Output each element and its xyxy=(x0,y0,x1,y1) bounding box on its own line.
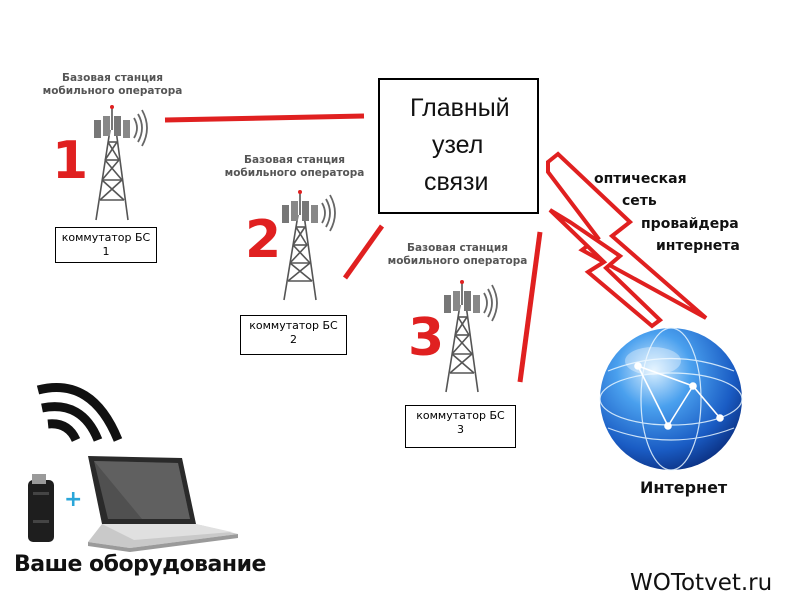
main-hub-box: Главный узел связи xyxy=(378,78,539,214)
switch-2-line2: 2 xyxy=(290,333,297,346)
station-3-caption-line1: Базовая станция xyxy=(406,242,509,254)
station-2-caption: Базовая станция мобильного оператора xyxy=(212,154,377,180)
station-1-caption: Базовая станция мобильного оператора xyxy=(30,72,195,98)
station-1-caption-line2: мобильного оператора xyxy=(42,85,183,97)
usb-modem-icon xyxy=(28,474,54,542)
switch-2-line1: коммутатор БС xyxy=(249,319,338,332)
tower-icon xyxy=(444,280,498,393)
fiber-line4: интернета xyxy=(656,238,740,254)
watermark: WOTotvet.ru xyxy=(630,570,773,596)
signal-waves-icon xyxy=(133,109,148,147)
laptop-icon xyxy=(88,456,238,552)
switch-box-3: коммутатор БС 3 xyxy=(405,405,516,448)
signal-waves-icon xyxy=(321,194,336,232)
hub-line2: узел xyxy=(432,131,484,159)
switch-3-line2: 3 xyxy=(457,423,464,436)
fiber-line3: провайдера xyxy=(641,216,739,232)
station-3-caption-line2: мобильного оператора xyxy=(387,255,528,267)
hub-line3: связи xyxy=(424,168,489,196)
switch-box-2: коммутатор БС 2 xyxy=(240,315,347,355)
station-2-number: 2 xyxy=(245,210,282,270)
switch-1-line1: коммутатор БС xyxy=(61,231,151,244)
hub-line1: Главный xyxy=(410,94,510,122)
station-2-caption-line1: Базовая станция xyxy=(243,154,346,166)
station-1-number: 1 xyxy=(52,131,89,191)
wifi-signal-icon xyxy=(36,382,123,442)
tower-icon xyxy=(94,105,148,221)
station-1-caption-line1: Базовая станция xyxy=(61,72,164,84)
link-station-2 xyxy=(342,224,385,280)
station-3-caption: Базовая станция мобильного оператора xyxy=(375,242,540,268)
equipment-label: Ваше оборудование xyxy=(14,552,266,577)
station-2-caption-line2: мобильного оператора xyxy=(224,167,365,179)
plus-sign: + xyxy=(64,487,83,512)
signal-waves-icon xyxy=(483,284,498,322)
fiber-line1: оптическая xyxy=(594,171,687,187)
globe-icon xyxy=(599,327,743,471)
switch-3-line1: коммутатор БС xyxy=(416,409,505,422)
link-station-3 xyxy=(517,231,543,383)
link-station-1 xyxy=(164,113,365,123)
switch-box-1: коммутатор БС 1 xyxy=(55,227,157,263)
tower-icon xyxy=(282,190,336,301)
lightning-bolt-icon xyxy=(546,151,708,329)
switch-1-line2: 1 xyxy=(102,245,110,258)
internet-label: Интернет xyxy=(640,478,728,497)
station-3-number: 3 xyxy=(408,308,445,368)
fiber-line2: сеть xyxy=(622,193,657,209)
